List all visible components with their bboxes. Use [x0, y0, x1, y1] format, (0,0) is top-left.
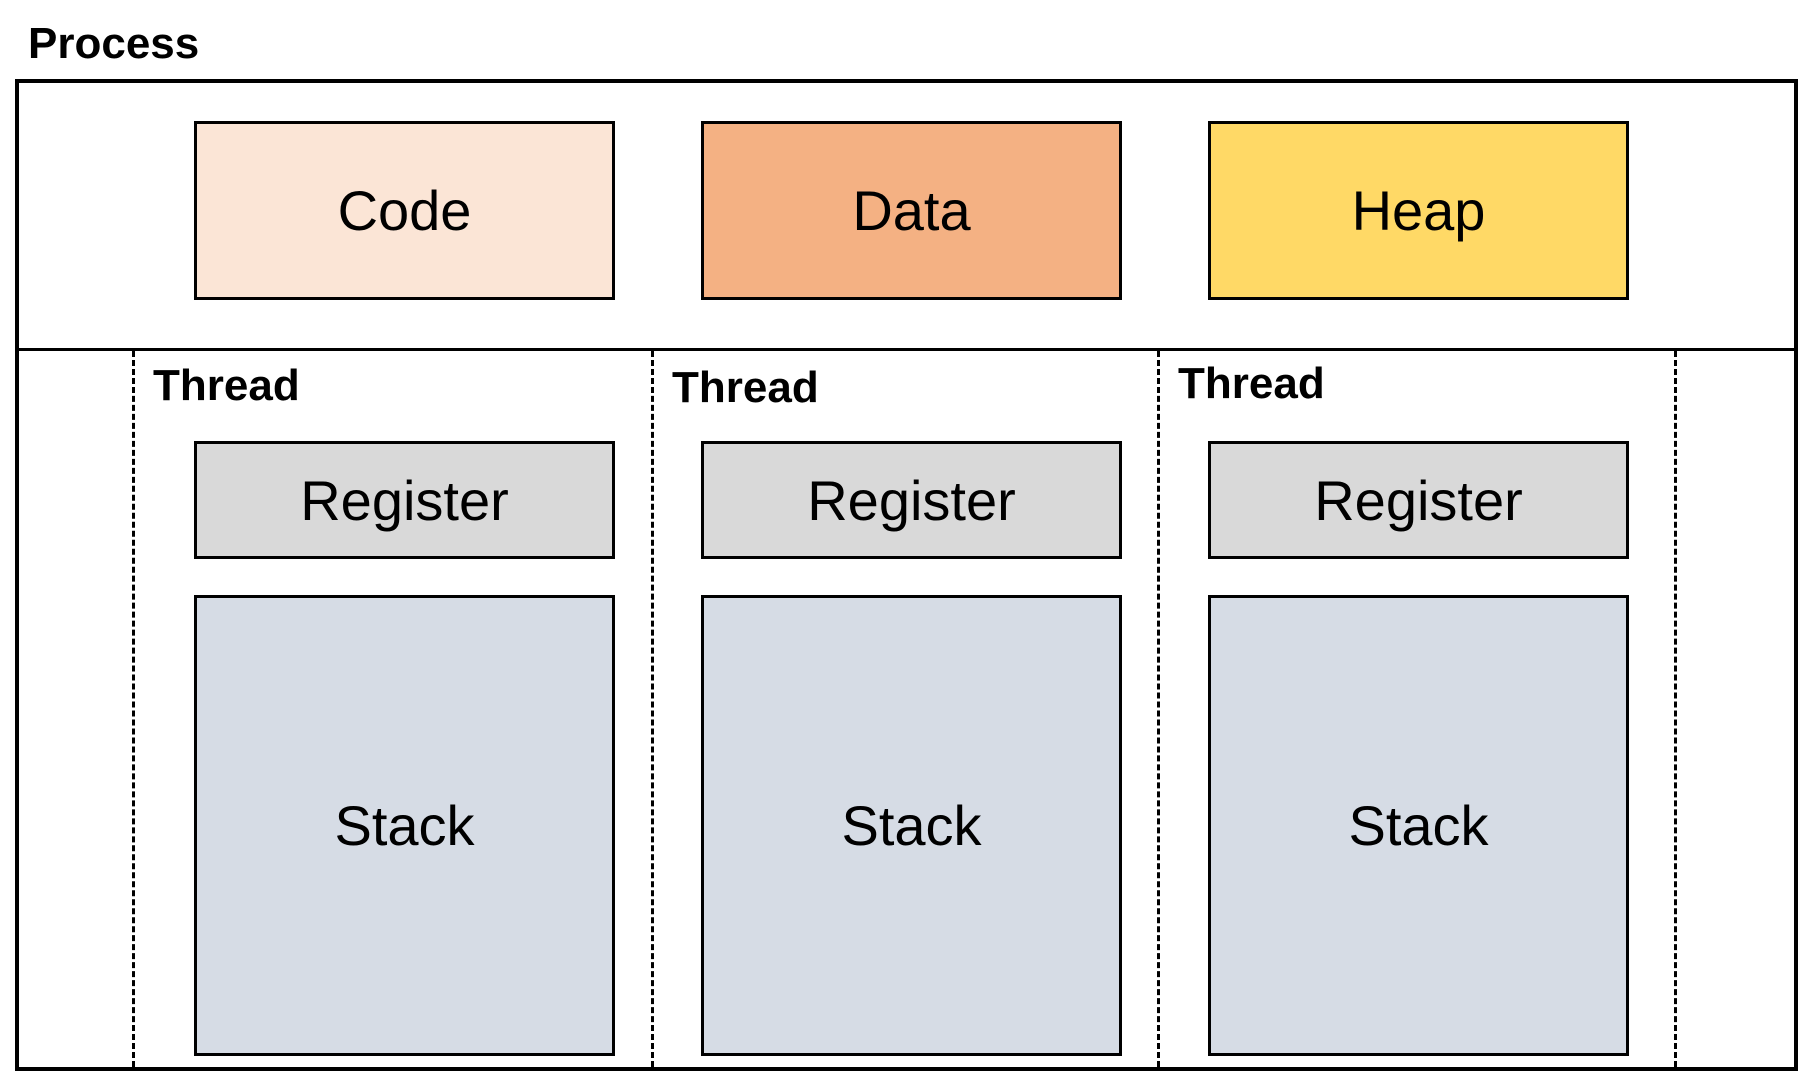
thread-label: Thread: [153, 361, 300, 410]
register-block: Register: [701, 441, 1122, 559]
stack-block: Stack: [701, 595, 1122, 1056]
code-segment: Code: [194, 121, 615, 300]
shared-thread-divider: [19, 348, 1794, 351]
stack-block: Stack: [194, 595, 615, 1056]
thread-label: Thread: [1178, 359, 1325, 408]
process-container: Code Data Heap Thread Register Stack Thr…: [15, 79, 1798, 1071]
thread-boundary-line: [1157, 351, 1160, 1067]
stack-block: Stack: [1208, 595, 1629, 1056]
heap-segment: Heap: [1208, 121, 1629, 300]
thread-boundary-line: [651, 351, 654, 1067]
process-title: Process: [28, 19, 200, 68]
register-block: Register: [194, 441, 615, 559]
thread-boundary-line: [132, 351, 135, 1067]
register-block: Register: [1208, 441, 1629, 559]
thread-boundary-line: [1674, 351, 1677, 1067]
data-segment: Data: [701, 121, 1122, 300]
thread-label: Thread: [672, 363, 819, 412]
